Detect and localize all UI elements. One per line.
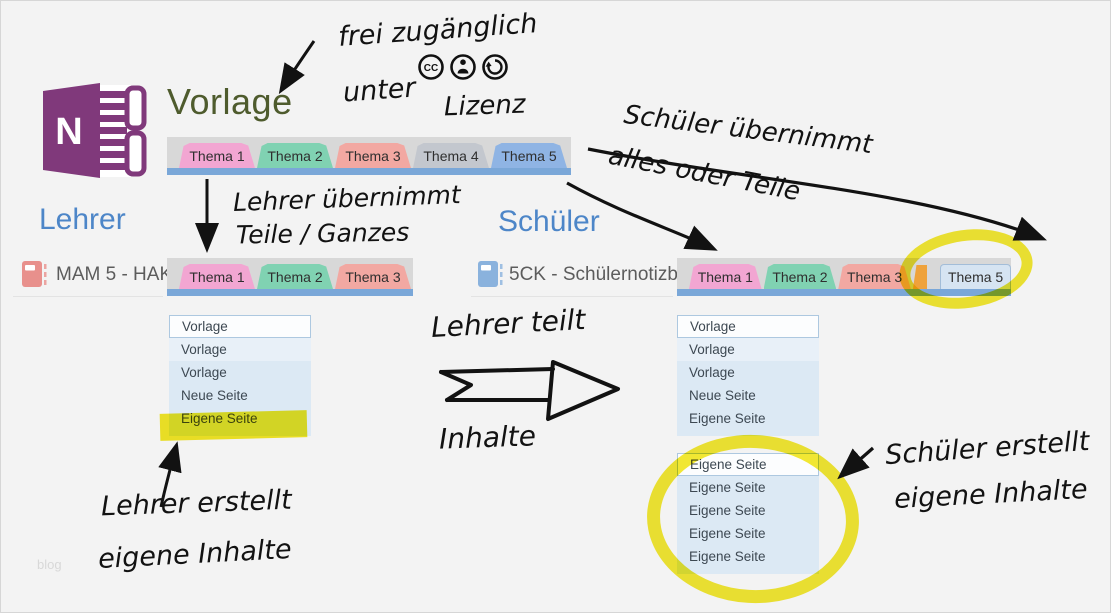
page-row[interactable]: Eigene Seite bbox=[689, 549, 766, 564]
student-takes-line2: alles oder Teile bbox=[605, 140, 803, 208]
partial-orange-tab bbox=[912, 265, 928, 289]
teacher-tab-bar: Thema 1 Thema 2 Thema 3 bbox=[167, 258, 413, 296]
tab-strip bbox=[677, 289, 1011, 296]
page-row[interactable]: Vorlage bbox=[169, 315, 311, 338]
student-notebook-row[interactable] bbox=[477, 260, 507, 288]
teacher-tab-thema3[interactable]: Thema 3 bbox=[335, 264, 411, 289]
student-tab-thema3[interactable]: Thema 3 bbox=[838, 264, 911, 289]
student-page-list: Vorlage Vorlage Vorlage Neue Seite Eigen… bbox=[677, 315, 819, 436]
template-tab-thema2[interactable]: Thema 2 bbox=[257, 143, 333, 168]
teacher-creates-line1: Lehrer erstellt bbox=[100, 484, 293, 523]
logo-cover bbox=[43, 83, 100, 178]
logo-tab-upper bbox=[124, 85, 147, 131]
teacher-notebook-row[interactable] bbox=[21, 260, 51, 288]
onenote-logo: N bbox=[39, 81, 151, 181]
page-row[interactable]: Vorlage bbox=[689, 365, 735, 380]
notebook-icon-teacher bbox=[22, 261, 47, 287]
student-notebook-underline bbox=[471, 296, 673, 297]
license-note-line2: unter bbox=[342, 72, 417, 109]
student-tab-bar: Thema 1 Thema 2 Thema 3 Thema 5 bbox=[677, 258, 1011, 296]
logo-n-letter: N bbox=[55, 111, 82, 153]
teacher-notebook-label[interactable]: MAM 5 - HAK bbox=[56, 264, 173, 285]
teacher-shares-line2: Inhalte bbox=[438, 419, 537, 456]
page-row[interactable]: Eigene Seite bbox=[689, 480, 766, 495]
template-tab-thema5[interactable]: Thema 5 bbox=[491, 143, 567, 168]
page-row[interactable]: Eigene Seite bbox=[689, 411, 766, 426]
page-row[interactable]: Eigene Seite bbox=[677, 453, 819, 476]
template-tab-thema3[interactable]: Thema 3 bbox=[335, 143, 411, 168]
page-row[interactable]: Vorlage bbox=[677, 315, 819, 338]
cc-icon: CC bbox=[418, 54, 444, 80]
notebook-icon-student bbox=[478, 261, 503, 287]
page-row[interactable]: Neue Seite bbox=[181, 388, 248, 403]
student-tab-thema1[interactable]: Thema 1 bbox=[689, 264, 762, 289]
logo-tab-lower bbox=[124, 130, 147, 177]
attribution-icon bbox=[450, 54, 476, 80]
blog-watermark: blog bbox=[37, 557, 62, 572]
student-own-page-list: Eigene Seite Eigene Seite Eigene Seite E… bbox=[677, 453, 819, 574]
template-title: Vorlage bbox=[167, 81, 293, 122]
page-row[interactable]: Vorlage bbox=[181, 365, 227, 380]
page-row[interactable]: Vorlage bbox=[677, 338, 819, 361]
teacher-notebook-underline bbox=[13, 296, 163, 297]
teacher-shares-line1: Lehrer teilt bbox=[430, 302, 587, 345]
own-pages-highlight-circle bbox=[642, 429, 864, 609]
svg-text:CC: CC bbox=[424, 63, 438, 74]
license-note-line3: Lizenz bbox=[443, 89, 526, 123]
tab-strip bbox=[167, 289, 413, 296]
teacher-takes-line1: Lehrer übernimmt bbox=[232, 180, 462, 217]
page-row[interactable]: Eigene Seite bbox=[689, 503, 766, 518]
tab-strip bbox=[167, 168, 571, 175]
template-tab-thema1[interactable]: Thema 1 bbox=[179, 143, 255, 168]
student-tab-thema2[interactable]: Thema 2 bbox=[763, 264, 837, 289]
template-tab-bar: Thema 1 Thema 2 Thema 3 Thema 4 Thema 5 bbox=[167, 137, 571, 175]
share-alike-icon bbox=[482, 54, 508, 80]
student-creates-line2: eigene Inhalte bbox=[893, 473, 1089, 516]
template-tab-thema4[interactable]: Thema 4 bbox=[413, 143, 489, 168]
eigene-seite-highlight bbox=[159, 410, 308, 441]
teacher-tab-thema1[interactable]: Thema 1 bbox=[179, 264, 255, 289]
student-tab-thema5[interactable]: Thema 5 bbox=[940, 264, 1011, 289]
teacher-creates-line2: eigene Inhalte bbox=[97, 533, 293, 576]
student-creates-line1: Schüler erstellt bbox=[884, 425, 1091, 472]
student-creates-arrow bbox=[837, 446, 875, 480]
page-row[interactable]: Eigene Seite bbox=[689, 526, 766, 541]
thema5-highlight-circle bbox=[894, 221, 1038, 317]
page-row[interactable]: Vorlage bbox=[169, 338, 311, 361]
student-heading: Schüler bbox=[498, 205, 600, 238]
share-hollow-arrow bbox=[439, 360, 620, 421]
license-note-line1: frei zugänglich bbox=[337, 8, 539, 53]
teacher-heading: Lehrer bbox=[39, 203, 126, 236]
teacher-tab-thema2[interactable]: Thema 2 bbox=[257, 264, 333, 289]
teacher-takes-line2: Teile / Ganzes bbox=[235, 217, 410, 250]
student-notebook-label[interactable]: 5CK - Schülernotizbuch bbox=[509, 264, 709, 285]
page-row[interactable]: Neue Seite bbox=[689, 388, 756, 403]
